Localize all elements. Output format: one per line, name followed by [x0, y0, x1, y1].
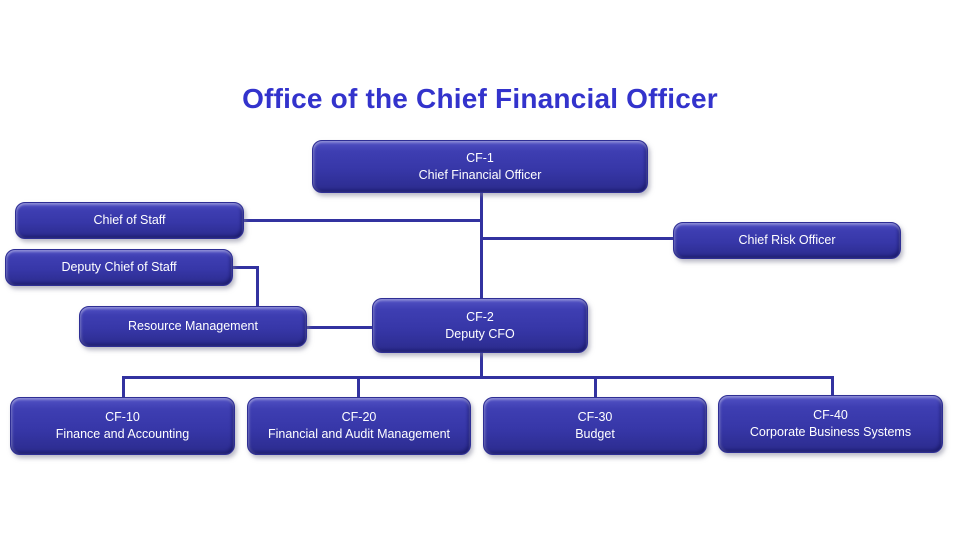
- org-node-chief-of-staff: Chief of Staff: [15, 202, 244, 239]
- org-node-cf-10: CF-10 Finance and Accounting: [10, 397, 235, 455]
- connector-deputy-cos-horizontal: [232, 266, 259, 269]
- org-node-cf-2: CF-2 Deputy CFO: [372, 298, 588, 353]
- org-node-code: CF-40: [813, 408, 848, 422]
- org-node-deputy-chief-of-staff: Deputy Chief of Staff: [5, 249, 233, 286]
- connector-cf2-drop: [480, 352, 483, 379]
- org-node-title: Budget: [575, 427, 615, 441]
- org-node-code: CF-1: [466, 150, 494, 165]
- org-node-chief-risk-officer: Chief Risk Officer: [673, 222, 901, 259]
- connector-bottom-bar: [122, 376, 834, 379]
- connector-drop-cf30: [594, 376, 597, 397]
- org-node-title: Chief Financial Officer: [418, 167, 542, 182]
- org-node-code: CF-2: [466, 309, 494, 324]
- org-node-cf-1: CF-1 Chief Financial Officer: [312, 140, 648, 193]
- connector-cf1-to-cf2: [480, 193, 483, 298]
- connector-drop-cf10: [122, 376, 125, 397]
- org-node-cf-20: CF-20 Financial and Audit Management: [247, 397, 471, 455]
- org-node-title: Deputy CFO: [445, 326, 515, 341]
- org-node-code: CF-30: [577, 410, 613, 424]
- org-node-title: Financial and Audit Management: [267, 427, 451, 441]
- org-node-title: Resource Management: [128, 319, 258, 333]
- org-node-title: Deputy Chief of Staff: [61, 260, 177, 274]
- org-node-code: CF-20: [341, 410, 377, 424]
- org-node-code: CF-10: [105, 410, 140, 424]
- org-node-title: Chief of Staff: [93, 213, 166, 227]
- org-node-title: Chief Risk Officer: [738, 233, 836, 247]
- connector-chief-risk-officer: [481, 237, 673, 240]
- org-node-resource-management: Resource Management: [79, 306, 307, 347]
- connector-chief-of-staff: [244, 219, 482, 222]
- org-node-cf-40: CF-40 Corporate Business Systems: [718, 395, 943, 453]
- connector-drop-cf20: [357, 376, 360, 397]
- org-node-cf-30: CF-30 Budget: [483, 397, 707, 455]
- connector-resource-mgmt-to-cf2: [305, 326, 372, 329]
- org-node-title: Finance and Accounting: [55, 427, 190, 441]
- page-title: Office of the Chief Financial Officer: [242, 83, 718, 114]
- connector-drop-cf40: [831, 376, 834, 395]
- connector-deputy-cos-vertical: [256, 266, 259, 307]
- org-node-title: Corporate Business Systems: [749, 425, 912, 439]
